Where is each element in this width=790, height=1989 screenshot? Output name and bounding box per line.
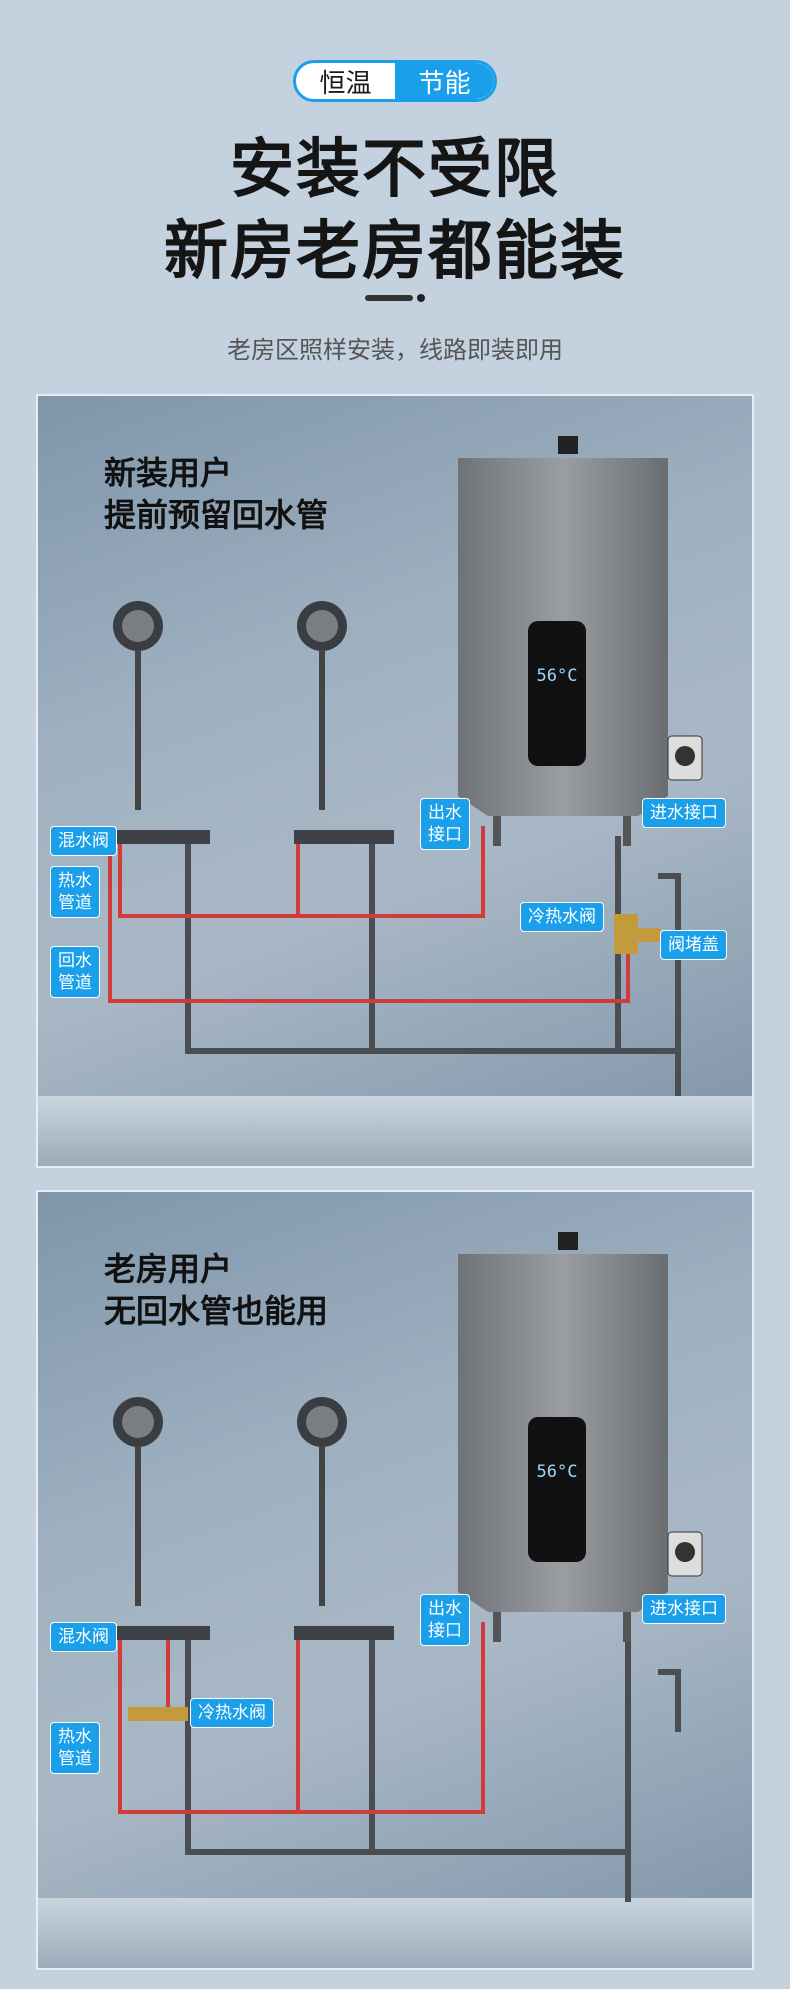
water-heater: 56°C (458, 1232, 668, 1642)
mixer-valve-right (294, 830, 394, 844)
cold-hot-valve-icon (128, 1707, 188, 1721)
page-title-line2: 新房老房都能装 (164, 215, 626, 289)
panel-new-title-line2: 提前预留回水管 (104, 496, 329, 534)
floor (38, 1898, 752, 1968)
label-mix-valve: 混水阀 (50, 826, 117, 856)
mixer-valve-right (294, 1626, 394, 1640)
shower-head-icon (297, 601, 347, 810)
label-hot-pipe: 热水 管道 (50, 1722, 100, 1774)
mixer-valve-left (110, 1626, 210, 1640)
cold-pipes (185, 836, 681, 1096)
label-cold-hot-valve: 冷热水阀 (190, 1698, 274, 1728)
water-heater: 56°C (458, 436, 668, 846)
shower-head-icon (297, 1397, 347, 1606)
installation-diagram-new: 56°C (38, 436, 752, 1166)
divider-dash-icon (365, 294, 425, 302)
panel-new-house: 56°C 新装用户 提前预留回水管 混水阀 热水 管道 回水 管道 出水 接口 … (36, 394, 754, 1168)
power-socket-icon (667, 735, 703, 781)
shower-head-icon (113, 1397, 163, 1606)
label-return-pipe: 回水 管道 (50, 946, 100, 998)
panel-new-title-line1: 新装用户 (104, 454, 233, 492)
cold-hot-valve-icon (614, 914, 638, 954)
installation-diagram-old: 56°C (38, 1232, 752, 1968)
heater-display: 56°C (537, 666, 578, 686)
power-socket-icon (667, 1531, 703, 1577)
label-cold-hot-valve: 冷热水阀 (520, 902, 604, 932)
label-inlet: 进水接口 (642, 1594, 726, 1624)
feature-pill: 恒温 节能 (293, 60, 497, 102)
heater-display: 56°C (537, 1462, 578, 1482)
panel-old-title-line2: 无回水管也能用 (104, 1292, 329, 1330)
panel-new-title: 新装用户 提前预留回水管 (104, 452, 328, 536)
hot-water-pipes (118, 1622, 485, 1814)
pill-energy-saving: 节能 (395, 63, 494, 99)
label-valve-cap: 阀堵盖 (660, 930, 727, 960)
mixer-valve-left (110, 830, 210, 844)
panel-old-title-line1: 老房用户 (104, 1250, 233, 1288)
panel-old-title: 老房用户 无回水管也能用 (104, 1248, 328, 1332)
label-outlet: 出水 接口 (420, 798, 470, 850)
label-inlet: 进水接口 (642, 798, 726, 828)
cold-pipes (185, 1632, 681, 1902)
floor (38, 1096, 752, 1166)
panel-old-house: 56°C 老房用户 无回水管也能用 混水阀 热水 管道 出水 接口 进水接口 冷… (36, 1190, 754, 1970)
hot-water-pipes (108, 826, 630, 1003)
label-hot-pipe: 热水 管道 (50, 866, 100, 918)
label-outlet: 出水 接口 (420, 1594, 470, 1646)
page-subtitle: 老房区照样安装，线路即装即用 (227, 336, 563, 364)
valve-cap-icon (638, 928, 660, 942)
label-mix-valve: 混水阀 (50, 1622, 117, 1652)
shower-head-icon (113, 601, 163, 810)
pill-constant-temp: 恒温 (319, 68, 372, 99)
page-title-line1: 安装不受限 (230, 133, 560, 207)
